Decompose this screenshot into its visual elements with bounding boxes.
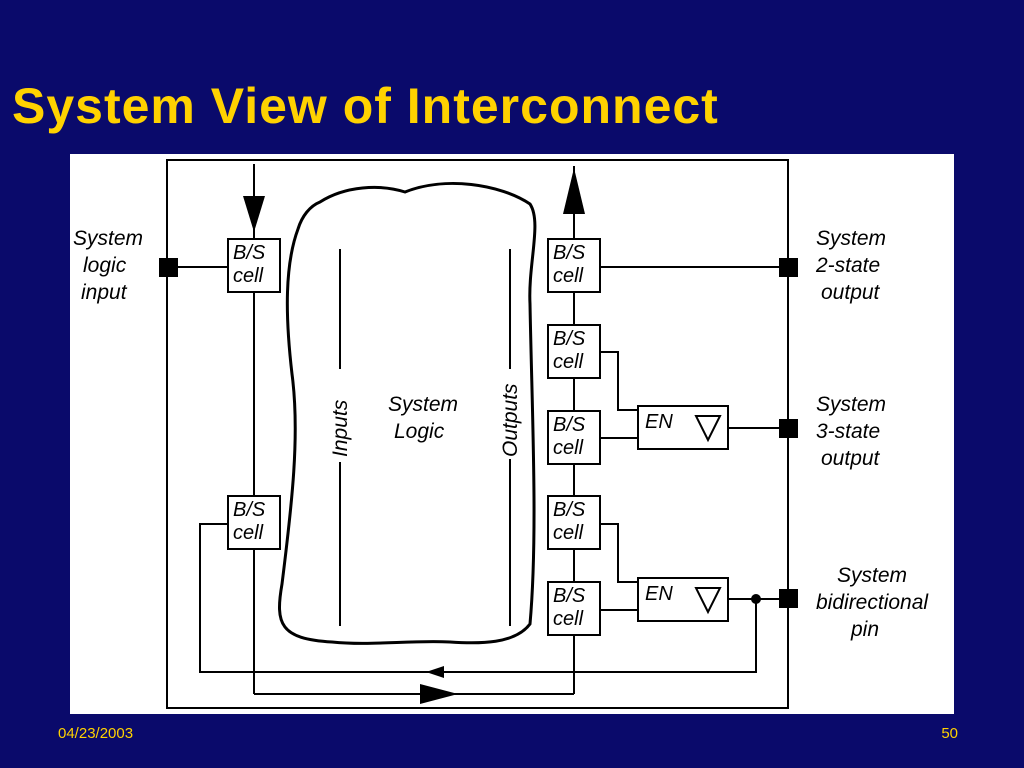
system-logic-label-line2: Logic	[394, 420, 445, 443]
two-state-label-line2: 2-state	[815, 254, 880, 277]
scan-flow-arrow	[420, 684, 458, 704]
cell-text-top: B/S	[233, 242, 266, 264]
system-logic-blob	[278, 182, 537, 645]
bs-cell-input-top: B/S cell	[227, 238, 281, 293]
cell-text-bottom: cell	[233, 522, 264, 544]
bs-cell-output-2: B/S cell	[547, 324, 601, 379]
logic-input-label-line2: logic	[83, 254, 127, 277]
cell-text-bottom: cell	[553, 265, 584, 287]
slide-title: System View of Interconnect	[12, 78, 719, 134]
two-state-label-line3: output	[821, 281, 881, 304]
bs-cell-output-3: B/S cell	[547, 410, 601, 465]
buffer-triangle-icon	[694, 415, 722, 443]
bidirectional-label-line2: bidirectional	[816, 591, 929, 614]
cell-text-top: B/S	[553, 242, 586, 264]
three-state-label-line2: 3-state	[816, 420, 880, 443]
junction-dot	[751, 594, 761, 604]
cell-text-bottom: cell	[553, 351, 584, 373]
buffer-triangle-icon	[694, 587, 722, 615]
tristate-buffer-3state: EN	[637, 405, 729, 450]
diagram-panel: B/S cell B/S cell B/S cell B/S cell B/S …	[70, 154, 954, 714]
footer-date: 04/23/2003	[58, 725, 134, 742]
feedback-arrow	[426, 666, 444, 678]
cell-text-top: B/S	[553, 499, 586, 521]
cell-text-bottom: cell	[233, 265, 264, 287]
scan-out-arrow	[563, 168, 585, 214]
bs-cell-output-4: B/S cell	[547, 495, 601, 550]
cell-text-top: B/S	[233, 499, 266, 521]
two-state-label-line1: System	[816, 227, 886, 250]
cell-text-bottom: cell	[553, 608, 584, 630]
bidirectional-label-line1: System	[837, 564, 907, 587]
three-state-label-line1: System	[816, 393, 886, 416]
three-state-label-line3: output	[821, 447, 881, 470]
inputs-label: Inputs	[329, 399, 352, 457]
interconnect-diagram: B/S cell B/S cell B/S cell B/S cell B/S …	[73, 159, 929, 709]
system-logic-input-pin	[159, 258, 178, 277]
system-2state-output-pin	[779, 258, 798, 277]
enable-label: EN	[645, 583, 673, 605]
bidirectional-label-line3: pin	[850, 618, 879, 641]
cell-text-bottom: cell	[553, 522, 584, 544]
system-3state-output-pin	[779, 419, 798, 438]
scan-in-arrow	[243, 196, 265, 232]
cell-text-top: B/S	[553, 414, 586, 436]
enable-label: EN	[645, 411, 673, 433]
system-bidirectional-pin	[779, 589, 798, 608]
cell-text-top: B/S	[553, 585, 586, 607]
footer-page-number: 50	[941, 725, 958, 742]
tristate-buffer-bidir: EN	[637, 577, 729, 622]
logic-input-label-line1: System	[73, 227, 143, 250]
cell-text-top: B/S	[553, 328, 586, 350]
bs-cell-input-bottom: B/S cell	[227, 495, 281, 550]
logic-input-label-line3: input	[81, 281, 128, 304]
system-logic-label-line1: System	[388, 393, 458, 416]
cell-text-bottom: cell	[553, 437, 584, 459]
bs-cell-output-5: B/S cell	[547, 581, 601, 636]
outputs-label: Outputs	[499, 383, 522, 457]
bs-cell-output-1: B/S cell	[547, 238, 601, 293]
